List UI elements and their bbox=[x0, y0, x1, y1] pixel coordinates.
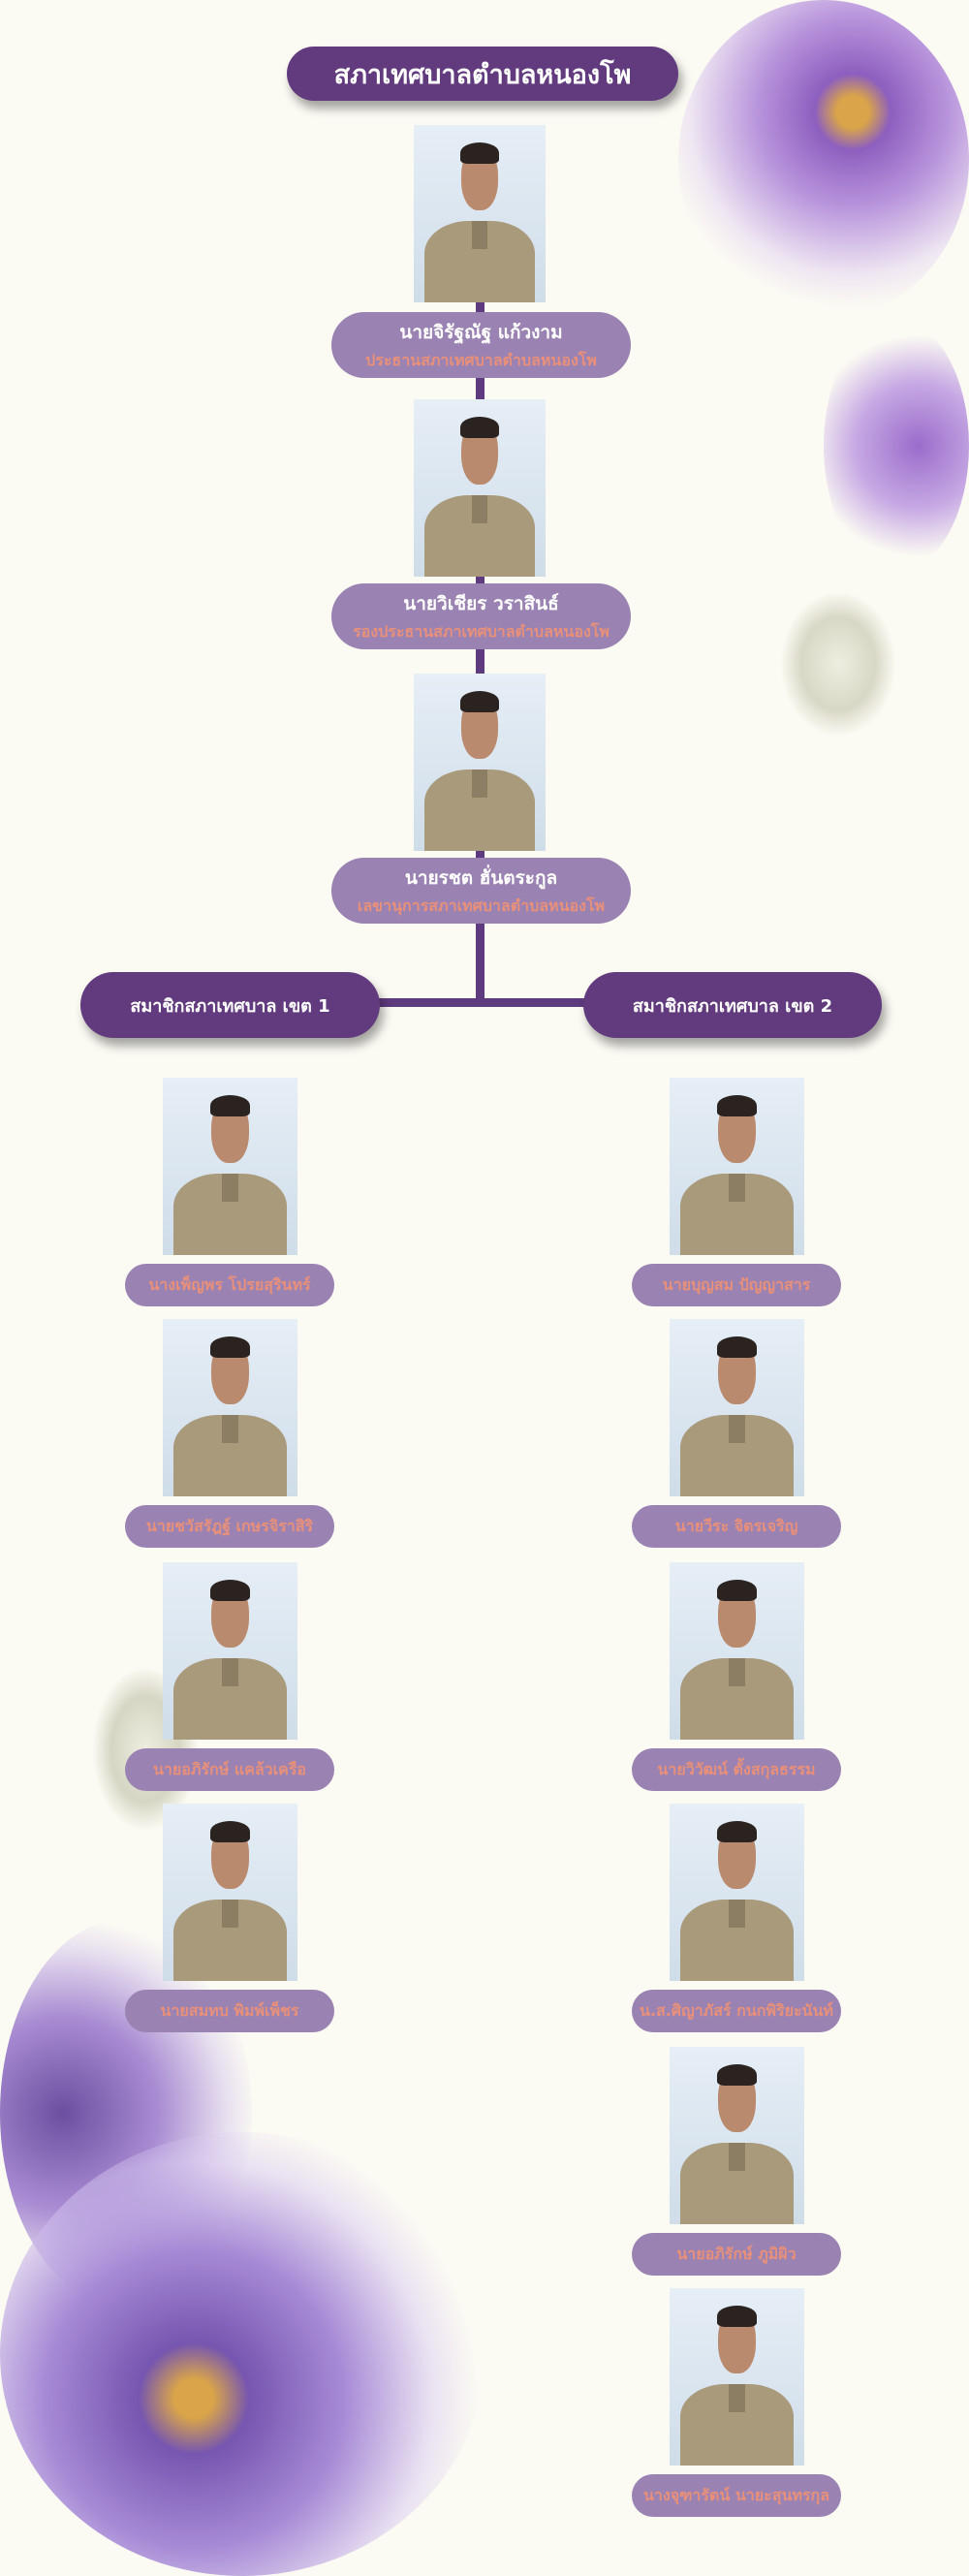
member-name-card: นางเพ็ญพร โปรยสุรินทร์ bbox=[125, 1264, 334, 1306]
member-name-card: นายวิวัฒน์ ตั้งสกุลธรรม bbox=[632, 1748, 841, 1791]
district-1-header: สมาชิกสภาเทศบาล เขต 1 bbox=[80, 972, 380, 1038]
connector-horizontal bbox=[368, 998, 601, 1007]
member-name-card: น.ส.ศิญาภัสร์ กนกพิริยะนันท์ bbox=[632, 1990, 841, 2032]
member-name-card: นายบุญสม ปัญญาสาร bbox=[632, 1264, 841, 1306]
leader-name: นายวิเชียร วราสินธ์ bbox=[403, 592, 559, 614]
member-name-card: นายวีระ จิตรเจริญ bbox=[632, 1505, 841, 1548]
district-label: สมาชิกสภาเทศบาล เขต 1 bbox=[130, 995, 330, 1017]
member-name-card: นายอภิรักษ์ ภูมิผิว bbox=[632, 2233, 841, 2276]
leader-photo-vice-president bbox=[414, 399, 546, 577]
member-photo bbox=[670, 1804, 804, 1981]
member-photo bbox=[163, 1078, 297, 1255]
member-photo bbox=[670, 1562, 804, 1740]
member-photo bbox=[670, 2047, 804, 2224]
flower-decoration-bottom bbox=[0, 2132, 484, 2576]
leader-photo-president bbox=[414, 125, 546, 302]
page-title-text: สภาเทศบาลตำบลหนองโพ bbox=[333, 59, 632, 90]
member-name-card: นางจุฑารัตน์ นายะสุนทรกุล bbox=[632, 2474, 841, 2517]
leader-role: รองประธานสภาเทศบาลตำบลหนองโพ bbox=[353, 621, 610, 641]
leader-role: ประธานสภาเทศบาลตำบลหนองโพ bbox=[365, 350, 597, 369]
leader-card-president: นายจิรัฐณัฐ แก้วงามประธานสภาเทศบาลตำบลหน… bbox=[331, 312, 631, 378]
leader-name: นายจิรัฐณัฐ แก้วงาม bbox=[399, 321, 563, 343]
district-2-header: สมาชิกสภาเทศบาล เขต 2 bbox=[583, 972, 882, 1038]
leader-name: นายรชต ฮั่นตระกูล bbox=[404, 866, 558, 889]
flower-decoration-top-right bbox=[678, 0, 969, 320]
district-label: สมาชิกสภาเทศบาล เขต 2 bbox=[632, 995, 833, 1017]
butterfly-icon bbox=[780, 591, 896, 737]
member-photo bbox=[163, 1319, 297, 1496]
member-photo bbox=[163, 1804, 297, 1981]
member-name-card: นายอภิรักษ์ แคล้วเครือ bbox=[125, 1748, 334, 1791]
member-name-card: นายสมทบ พิมพ์เพ็ชร bbox=[125, 1990, 334, 2032]
page-title: สภาเทศบาลตำบลหนองโพ bbox=[287, 47, 678, 101]
leader-card-vice-president: นายวิเชียร วราสินธ์รองประธานสภาเทศบาลตำบ… bbox=[331, 583, 631, 649]
leader-card-secretary: นายรชต ฮั่นตระกูลเลขานุการสภาเทศบาลตำบลห… bbox=[331, 858, 631, 924]
member-name-card: นายชวัสรัฎฐ์ เกษรจิราสิริ bbox=[125, 1505, 334, 1548]
member-photo bbox=[670, 1319, 804, 1496]
member-photo bbox=[163, 1562, 297, 1740]
leader-photo-secretary bbox=[414, 674, 546, 851]
member-photo bbox=[670, 2288, 804, 2466]
leader-role: เลขานุการสภาเทศบาลตำบลหนองโพ bbox=[357, 895, 606, 915]
member-photo bbox=[670, 1078, 804, 1255]
flower-decoration-right bbox=[824, 320, 969, 572]
